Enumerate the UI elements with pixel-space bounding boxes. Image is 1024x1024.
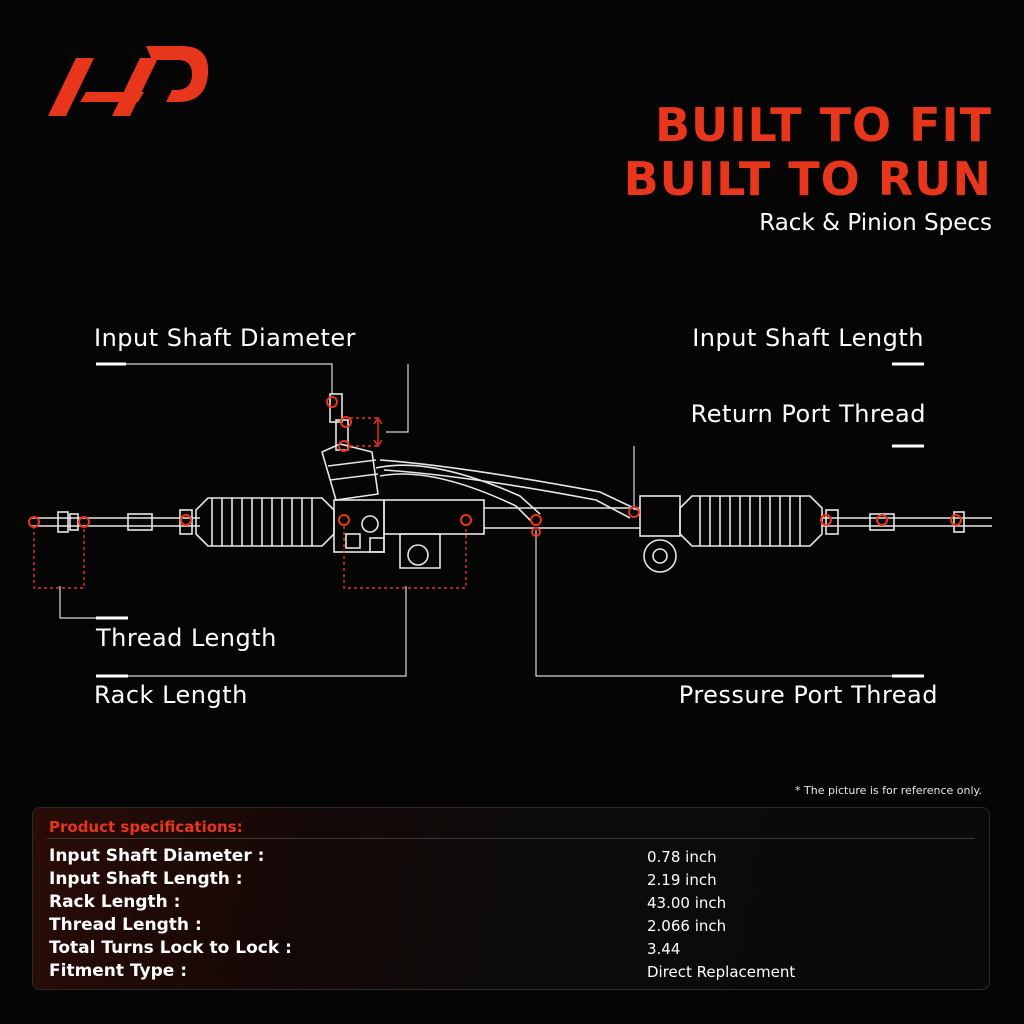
brand-logo bbox=[48, 46, 209, 116]
spec-row: Thread Length : 2.066 inch bbox=[33, 915, 989, 938]
spec-row: Rack Length : 43.00 inch bbox=[33, 892, 989, 915]
dimension-brackets bbox=[33, 417, 467, 589]
headline-line-1: BUILT TO FIT bbox=[654, 98, 992, 152]
spec-row: Input Shaft Length : 2.19 inch bbox=[33, 869, 989, 892]
headline-line-2: BUILT TO RUN bbox=[623, 152, 992, 206]
point-input-shaft-mid bbox=[340, 416, 352, 428]
callout-rack-length: Rack Length bbox=[94, 681, 248, 709]
spec-value: 43.00 inch bbox=[647, 894, 727, 912]
point-return-port bbox=[628, 506, 640, 518]
label-ticks bbox=[96, 362, 924, 678]
spec-value: 3.44 bbox=[647, 940, 681, 958]
spec-value: Direct Replacement bbox=[647, 963, 796, 981]
point-rack-right bbox=[460, 514, 472, 526]
spec-value: 2.19 inch bbox=[647, 871, 717, 889]
rack-and-pinion-diagram bbox=[28, 362, 992, 678]
spec-label: Total Turns Lock to Lock : bbox=[49, 938, 292, 958]
point-input-shaft-base bbox=[338, 440, 350, 452]
spec-label: Fitment Type : bbox=[49, 961, 188, 981]
point-thread-right-b bbox=[950, 514, 962, 526]
point-pressure-port-lower bbox=[531, 527, 541, 537]
dimension-arrows bbox=[373, 416, 383, 448]
callout-input-shaft-length: Input Shaft Length bbox=[692, 324, 924, 352]
spec-label: Rack Length : bbox=[49, 892, 181, 912]
page-subtitle: Rack & Pinion Specs bbox=[759, 210, 992, 236]
point-tie-rod-right bbox=[820, 514, 832, 526]
callout-return-port-thread: Return Port Thread bbox=[690, 400, 926, 428]
headline: BUILT TO FIT BUILT TO RUN bbox=[624, 98, 992, 206]
spec-row: Input Shaft Diameter : 0.78 inch bbox=[33, 846, 989, 869]
spec-label: Input Shaft Length : bbox=[49, 869, 243, 889]
callout-lines bbox=[59, 363, 920, 677]
point-input-shaft-top bbox=[326, 396, 338, 408]
spec-value: 2.066 inch bbox=[647, 917, 727, 935]
specifications-panel: Product specifications: Input Shaft Diam… bbox=[32, 807, 990, 990]
point-thread-right-a bbox=[876, 514, 888, 526]
reference-note: * The picture is for reference only. bbox=[795, 784, 982, 797]
point-rack-left bbox=[338, 514, 350, 526]
point-tie-rod-left bbox=[180, 514, 192, 526]
callout-thread-length: Thread Length bbox=[96, 624, 277, 652]
spec-label: Thread Length : bbox=[49, 915, 202, 935]
measurement-points bbox=[28, 396, 962, 537]
point-thread-right bbox=[78, 516, 90, 528]
callout-input-shaft-diameter: Input Shaft Diameter bbox=[94, 324, 357, 352]
specs-divider bbox=[47, 838, 975, 839]
spec-value: 0.78 inch bbox=[647, 848, 717, 866]
rack-drawing bbox=[30, 393, 992, 573]
spec-row: Total Turns Lock to Lock : 3.44 bbox=[33, 938, 989, 961]
spec-row: Fitment Type : Direct Replacement bbox=[33, 961, 989, 984]
callout-pressure-port-thread: Pressure Port Thread bbox=[678, 681, 938, 709]
specs-title: Product specifications: bbox=[49, 818, 243, 836]
point-pressure-port bbox=[530, 514, 542, 526]
point-thread-left bbox=[28, 516, 40, 528]
spec-label: Input Shaft Diameter : bbox=[49, 846, 265, 866]
